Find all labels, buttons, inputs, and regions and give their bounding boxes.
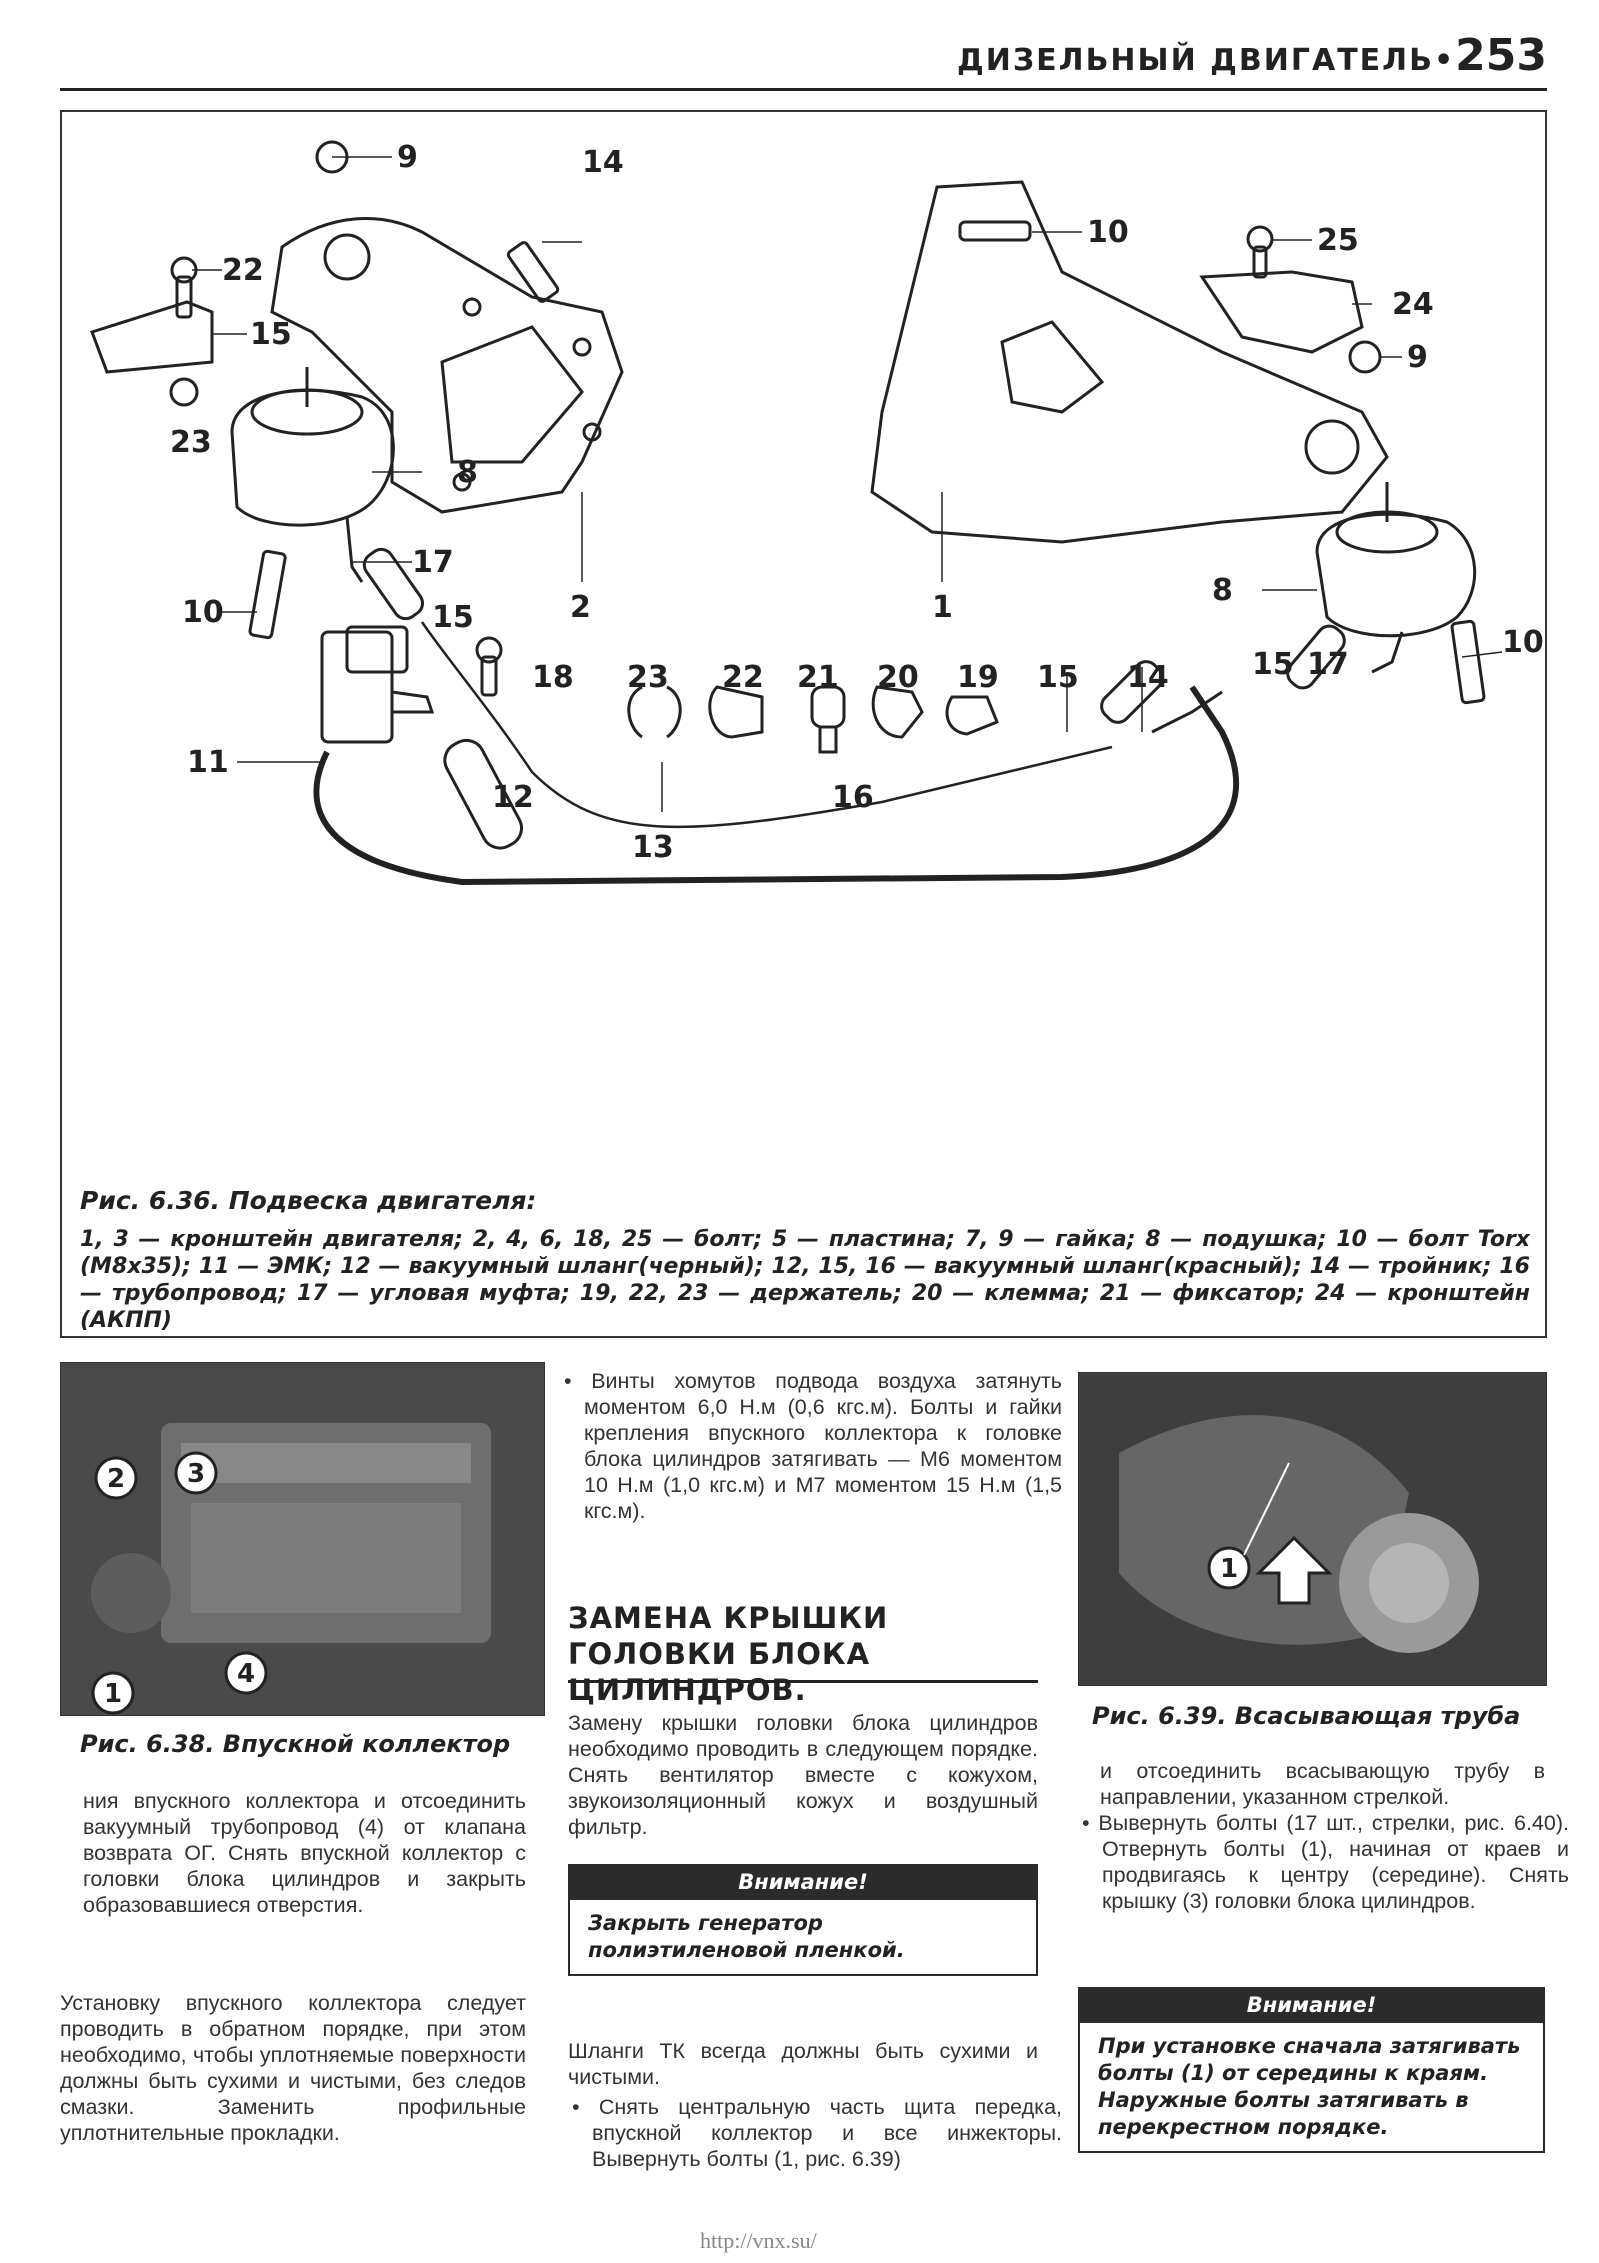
page-number: 253 <box>1455 30 1547 81</box>
callout-5: 15 <box>250 317 292 352</box>
figure-6-36-caption-body: 1, 3 — кронштейн двигателя; 2, 4, 6, 18,… <box>80 1227 1530 1333</box>
middle-paragraph-2: Шланги ТК всегда должны быть сухими и чи… <box>568 2039 1038 2089</box>
section-title: ЗАМЕНА КРЫШКИ ГОЛОВКИ БЛОКА ЦИЛИНДРОВ. <box>568 1601 889 1707</box>
running-header: ДИЗЕЛЬНЫЙ ДВИГАТЕЛЬ•253 <box>957 30 1547 81</box>
callout-17b: 17 <box>1307 647 1349 682</box>
callout-2: 10 <box>1087 215 1129 250</box>
header-bullet: • <box>1433 43 1456 78</box>
bracket-1-shape <box>870 180 1389 544</box>
pipe-16 <box>420 621 1113 829</box>
callout-25: 25 <box>1317 223 1359 258</box>
callout-24: 24 <box>1392 287 1434 322</box>
callout-19: 19 <box>957 660 999 695</box>
callout-12: 12 <box>492 780 534 815</box>
photo-callout-3: 3 <box>187 1459 205 1489</box>
callout-16: 16 <box>832 780 874 815</box>
hose-13 <box>313 685 1239 886</box>
middle-paragraph-1: Замену крышки головки блока цилиндров не… <box>568 1711 1038 1839</box>
attention-heading-right: Внимание! <box>1078 1987 1545 2023</box>
bracket-3-shape <box>270 217 624 514</box>
engine-mount-diagram: 9 14 10 25 22 15 24 9 23 8 2 1 8 17 15 1… <box>90 140 1544 886</box>
callout-8b: 8 <box>1212 573 1233 608</box>
attention-text-right: При установке сначала затягивать болты (… <box>1078 2023 1545 2153</box>
header-rule <box>60 88 1547 91</box>
photo-callout-2: 2 <box>107 1464 125 1494</box>
callout-4: 14 <box>582 145 624 180</box>
pad-8-right <box>1315 512 1477 638</box>
callout-10b: 10 <box>1502 625 1544 660</box>
callout-10: 10 <box>182 595 224 630</box>
attention-heading-middle: Внимание! <box>568 1864 1038 1900</box>
callout-3: 2 <box>570 590 591 625</box>
header-section: ДИЗЕЛЬНЫЙ ДВИГАТЕЛЬ <box>957 43 1434 78</box>
callout-7: 23 <box>170 425 212 460</box>
callout-11: 11 <box>187 745 229 780</box>
middle-bullet-1: • Винты хомутов подвода воздуха затянуть… <box>564 1369 1062 1523</box>
middle-bullet-2-text: Снять центральную часть щита передка, вп… <box>592 2095 1062 2171</box>
photo-6-39-callout-1: 1 <box>1220 1554 1238 1584</box>
callout-6: 22 <box>222 253 264 288</box>
callout-15: 15 <box>432 600 474 635</box>
direction-arrow-icon <box>1255 1535 1333 1605</box>
callout-8: 8 <box>457 455 478 490</box>
middle-bullet-1-text: Винты хомутов подвода воздуха затянуть м… <box>584 1369 1062 1523</box>
callout-23: 23 <box>627 660 669 695</box>
callout-1: 1 <box>932 590 953 625</box>
photo-callout-1-circle <box>91 1671 135 1715</box>
footer-url[interactable]: http://vnx.su/ <box>700 2228 817 2253</box>
attention-box-middle: Внимание! Закрыть генератор полиэтиленов… <box>568 1864 1038 1976</box>
callout-20: 20 <box>877 660 919 695</box>
figure-6-38-caption: Рис. 6.38. Впускной коллектор <box>80 1730 511 1758</box>
callout-13: 13 <box>632 830 674 865</box>
emk-11-body <box>320 630 394 744</box>
callout-15b: 15 <box>1252 647 1294 682</box>
section-title-rule <box>568 1680 1038 1683</box>
photo-6-39-callout-circle <box>1207 1546 1251 1590</box>
photo-6-38-intake-manifold: 1 2 3 4 <box>60 1362 545 1716</box>
callout-21: 21 <box>797 660 839 695</box>
middle-bullet-2: • Снять центральную часть щита передка, … <box>572 2095 1062 2171</box>
photo-callout-4: 4 <box>237 1659 255 1689</box>
photo-callout-1: 1 <box>104 1679 122 1709</box>
left-bullet-continuation: ния впускного коллектора и отсоединить в… <box>83 1789 526 1917</box>
photo-6-39-intake-pipe: 1 <box>1078 1372 1547 1686</box>
callout-22: 22 <box>722 660 764 695</box>
diagram-callouts: 9 14 10 25 22 15 24 9 23 8 2 1 8 17 15 1… <box>170 140 1544 865</box>
callout-15c: 15 <box>1037 660 1079 695</box>
photo-6-38-illustration: 1 2 3 4 <box>61 1363 544 1715</box>
pad-8-left <box>230 388 395 527</box>
attention-box-right: Внимание! При установке сначала затягива… <box>1078 1987 1545 2153</box>
right-bullet-text: Вывернуть болты (17 шт., стрелки, рис. 6… <box>1098 1811 1569 1913</box>
callout-14: 14 <box>1127 660 1169 695</box>
figure-6-36-caption-title: Рис. 6.36. Подвеска двигателя: <box>80 1186 537 1215</box>
figure-6-39-caption: Рис. 6.39. Всасывающая труба <box>1092 1702 1521 1730</box>
photo-6-39-illustration: 1 <box>1079 1373 1546 1685</box>
right-continuation: и отсоединить всасывающую трубу в направ… <box>1100 1759 1545 1809</box>
callout-17: 17 <box>412 545 454 580</box>
figure-6-36-frame <box>60 110 1547 1338</box>
attention-text-middle: Закрыть генератор полиэтиленовой пленкой… <box>568 1900 1038 1976</box>
right-bullet: • Вывернуть болты (17 шт., стрелки, рис.… <box>1082 1811 1569 1913</box>
left-paragraph: Установку впускного коллектора следует п… <box>60 1991 526 2145</box>
callout-18: 18 <box>532 660 574 695</box>
callout-9b: 9 <box>1407 340 1428 375</box>
callout-9: 9 <box>397 140 418 175</box>
